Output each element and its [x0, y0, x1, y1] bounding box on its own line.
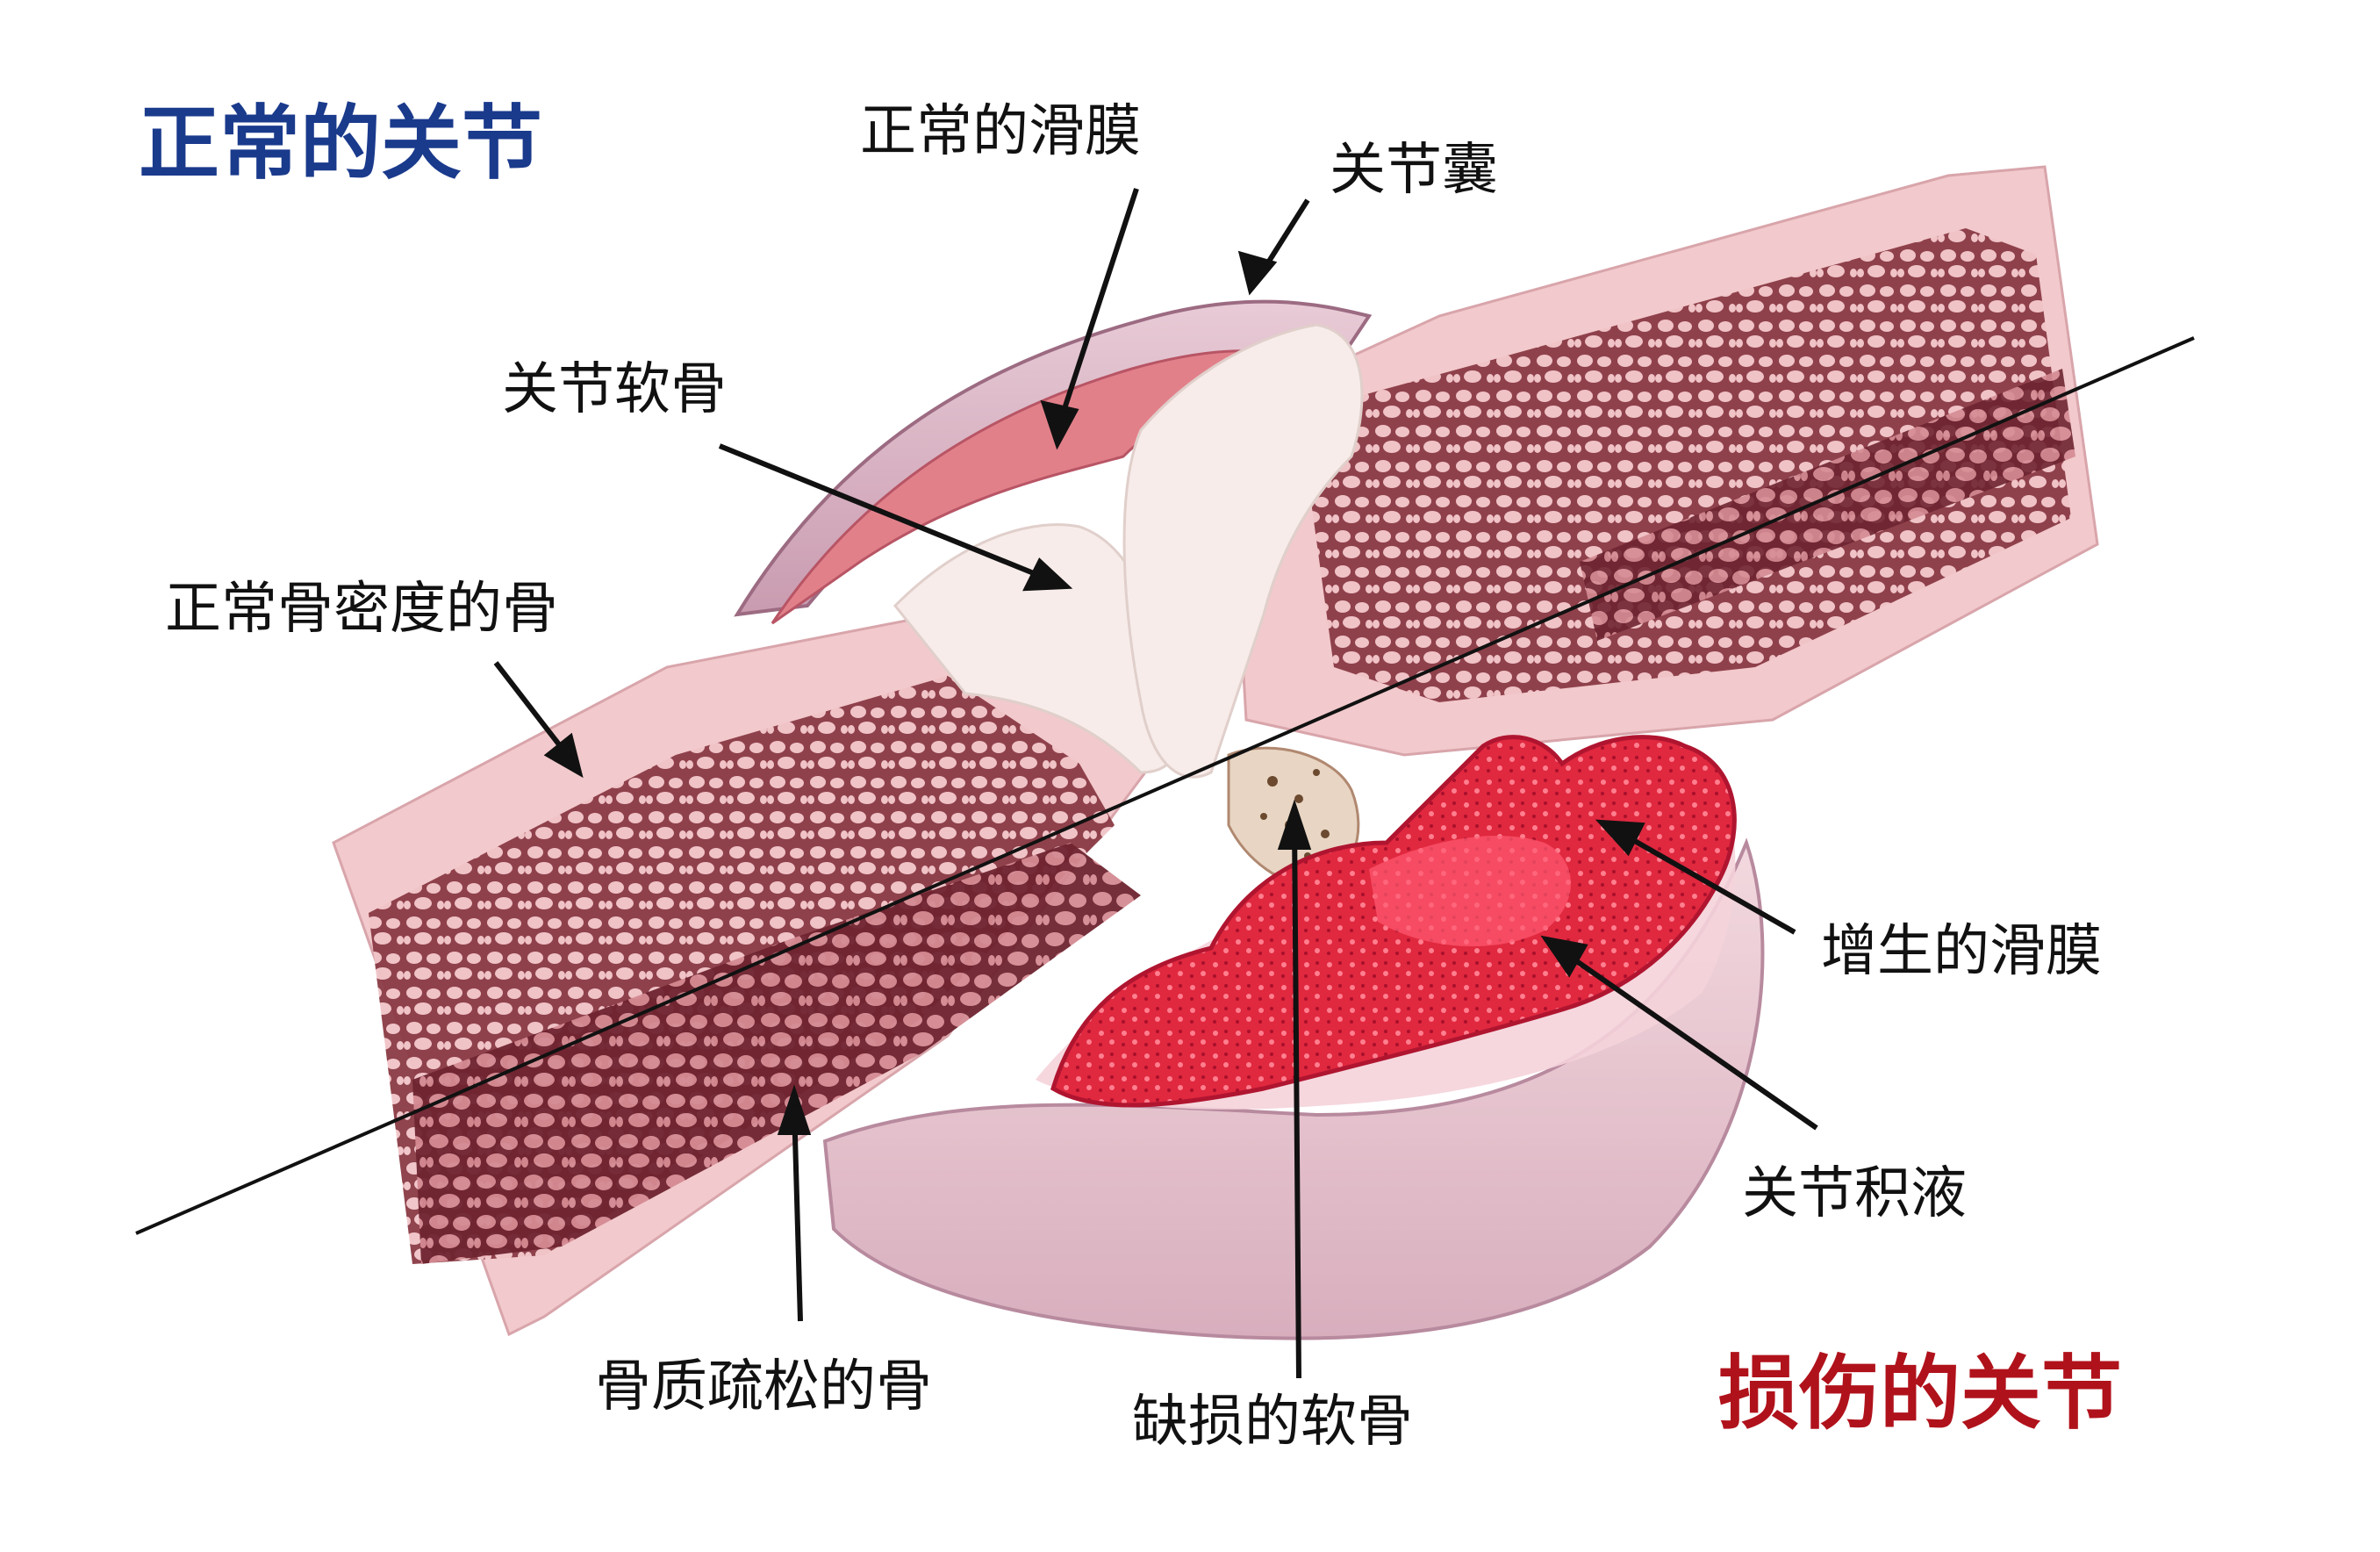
label-hyperplastic-synovium: 增生的滑膜 — [1821, 919, 2102, 984]
title-normal-joint: 正常的关节 — [139, 97, 543, 190]
label-joint-capsule: 关节囊 — [1330, 138, 1498, 203]
label-articular-cartilage: 关节软骨 — [502, 357, 727, 422]
right-marrow-dark — [1580, 369, 2075, 641]
pointer-arrows — [493, 188, 1818, 1379]
osteoporotic-region — [412, 843, 1141, 1264]
right-cartilage — [1122, 323, 1364, 779]
label-normal-synovium: 正常的滑膜 — [860, 99, 1141, 164]
label-defective-cartilage: 缺损的软骨 — [1132, 1390, 1413, 1455]
label-joint-effusion: 关节积液 — [1742, 1161, 1967, 1226]
label-normal-density-bone: 正常骨密度的骨 — [165, 577, 558, 642]
title-damaged-joint: 损伤的关节 — [1718, 1347, 2123, 1441]
defect-spots — [1260, 769, 1330, 859]
right-bone-spongy — [1299, 228, 2071, 702]
label-osteoporotic-bone: 骨质疏松的骨 — [595, 1354, 932, 1419]
joint-axis-line — [135, 336, 2195, 1235]
lower-capsule — [822, 837, 1765, 1340]
hyperplastic-synovium-fold — [1369, 835, 1571, 947]
